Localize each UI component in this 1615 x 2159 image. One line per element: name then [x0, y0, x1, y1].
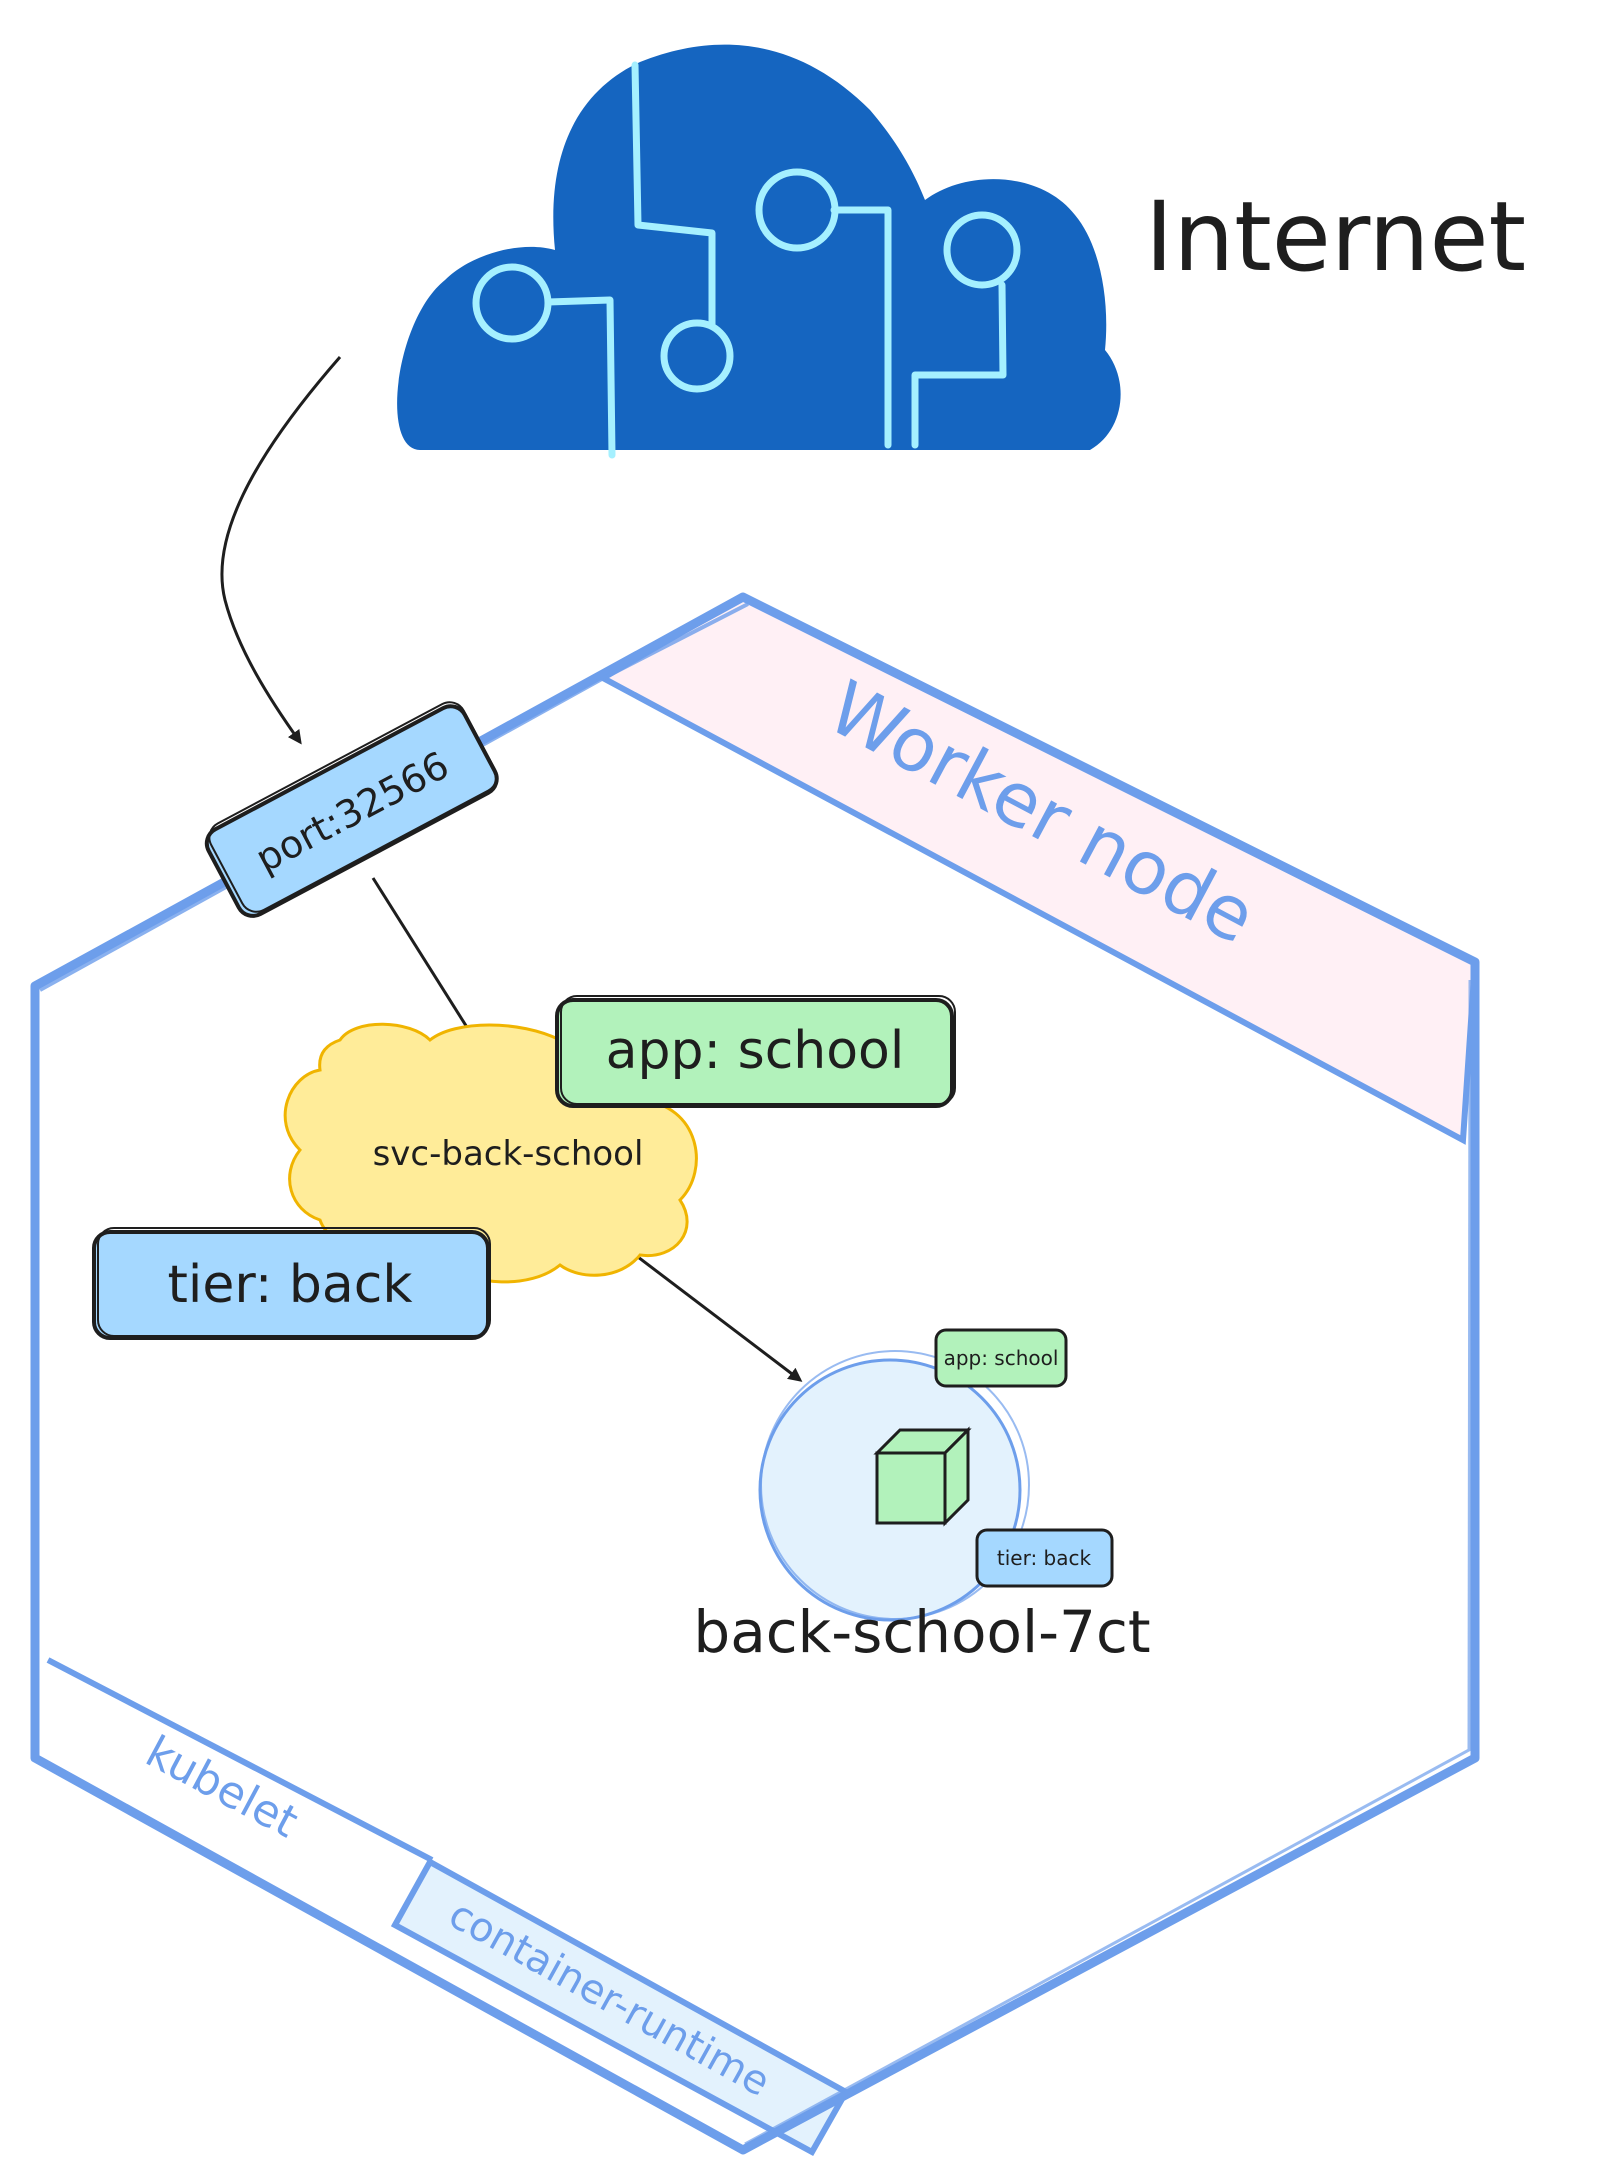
- service-label-app-text: app: school: [606, 1021, 905, 1081]
- service-label-tier-text: tier: back: [168, 1255, 413, 1315]
- cube-icon: [873, 1426, 972, 1527]
- pod: app: school tier: back back-school-7ct: [693, 1328, 1151, 1666]
- pod-name: back-school-7ct: [693, 1598, 1150, 1666]
- pod-label-app: app: school: [934, 1328, 1068, 1388]
- pod-label-tier: tier: back: [975, 1528, 1114, 1588]
- service-name: svc-back-school: [373, 1134, 644, 1174]
- worker-node-outline: [30, 592, 1480, 2155]
- internet-to-port-arrow: [220, 356, 342, 745]
- node-port: port:32566: [204, 701, 499, 918]
- kubelet-band-edge: [46, 1657, 434, 1863]
- pod-label-app-text: app: school: [944, 1346, 1059, 1370]
- service-label-app: app: school: [555, 995, 956, 1108]
- internet-cloud-icon: [397, 44, 1121, 459]
- pod-circle-sketch: [760, 1350, 1030, 1620]
- service-label-tier: tier: back: [92, 1227, 491, 1340]
- port-to-service-arrow: [371, 877, 477, 1043]
- worker-node-sketch-line: [744, 979, 1472, 2146]
- service: svc-back-school app: school tier: back: [92, 995, 956, 1340]
- pod-label-tier-text: tier: back: [997, 1546, 1092, 1570]
- internet-label: Internet: [1145, 181, 1526, 293]
